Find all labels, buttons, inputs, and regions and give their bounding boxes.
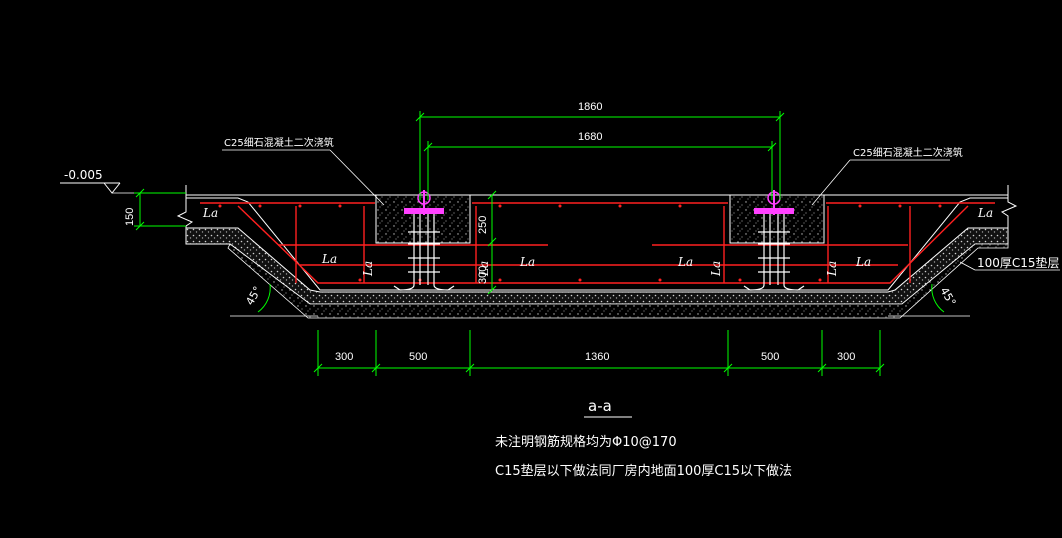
note-line-1: 未注明钢筋规格均为Φ10@170: [495, 434, 677, 450]
note-line-2: C15垫层以下做法同厂房内地面100厚C15以下做法: [495, 463, 792, 479]
bottom-dim: 300: [837, 351, 855, 363]
grout-pockets: [375, 194, 825, 244]
cushion-note: 100厚C15垫层: [977, 255, 1060, 270]
dim-depth: 300: [477, 266, 489, 284]
dimensions: [134, 111, 945, 376]
anchor-label: La: [825, 261, 839, 277]
bottom-dim: 300: [335, 351, 353, 363]
angle-label-left: 45°: [243, 284, 264, 307]
bottom-dim: 500: [761, 351, 779, 363]
anchor-label: La: [361, 261, 375, 277]
anchor-label: La: [709, 261, 723, 277]
rebar-dots: [218, 204, 942, 282]
left-concrete-note: C25细石混凝土二次浇筑: [224, 136, 334, 149]
slab-concrete: [185, 227, 1009, 319]
anchor-label: La: [977, 206, 993, 220]
section-title: a-a: [588, 397, 612, 415]
anchor-bolt-right: [743, 190, 805, 291]
anchor-label: La: [677, 255, 693, 269]
anchor-label: La: [202, 206, 218, 220]
trench-outline: [186, 197, 1008, 291]
dim-pocket: 250: [477, 216, 489, 234]
dim-slab: 150: [124, 208, 136, 226]
angle-label-right: 45°: [937, 285, 958, 308]
right-concrete-note: C25细石混凝土二次浇筑: [853, 146, 963, 159]
level-mark: -0.005: [60, 168, 186, 194]
anchor-bolt-left: [393, 190, 455, 291]
bottom-dim: 1360: [585, 351, 609, 363]
dim-top-inner: 1680: [578, 131, 602, 143]
anchor-label: La: [855, 255, 871, 269]
rebar: [200, 202, 995, 284]
note-leaders: [222, 149, 1060, 271]
bottom-dim: 500: [409, 351, 427, 363]
level-mark-text: -0.005: [64, 168, 103, 182]
anchor-label: La: [321, 252, 337, 266]
anchor-label: La: [477, 261, 491, 277]
anchor-label: La: [519, 255, 535, 269]
dim-top-outer: 1860: [578, 101, 602, 113]
ground-slab: [176, 185, 1018, 244]
